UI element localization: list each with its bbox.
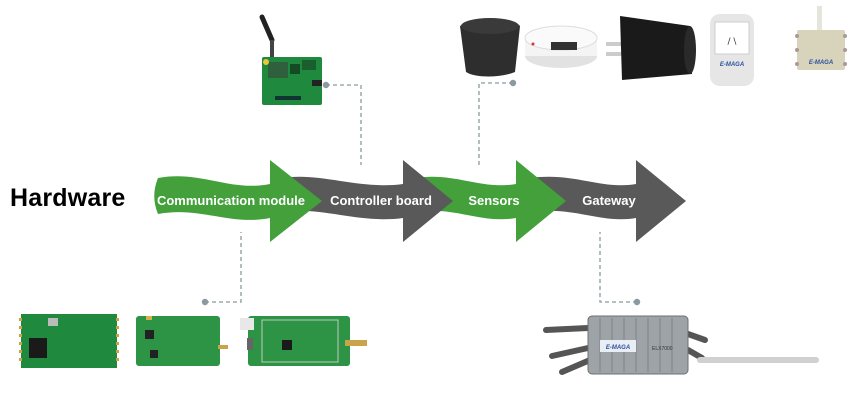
comm-module-2-image	[136, 316, 228, 366]
arrow-communication-module	[154, 160, 322, 242]
gateway-model-text: ELX7000	[652, 346, 673, 352]
gateway-image: E-MAGA ELX7000	[543, 315, 819, 375]
controller-board-image	[259, 14, 322, 105]
leader-communication-module	[205, 232, 242, 303]
comm-module-3-image	[240, 316, 367, 366]
stage-label-gateway: Gateway	[582, 193, 636, 208]
stage-label-sensors: Sensors	[468, 193, 519, 208]
sensor-enclosure-image: E-MAGA	[795, 6, 847, 70]
leader-sensors	[478, 82, 513, 165]
page-title: Hardware	[10, 184, 126, 212]
arrow-controller-board	[283, 160, 453, 242]
sensor-black-plug-image	[606, 16, 696, 80]
leader-dot-gateway	[633, 298, 641, 306]
brand-text: E-MAGA	[809, 60, 833, 66]
arrow-sensors	[416, 160, 566, 242]
leader-gateway	[599, 232, 637, 303]
stage-label-controller-board: Controller board	[330, 193, 432, 208]
sensor-black-cylinder-image	[460, 18, 520, 77]
leader-dot-comm	[201, 298, 209, 306]
stage-label-communication-module: Communication module	[157, 193, 305, 208]
leader-controller-board	[326, 84, 362, 165]
antenna-icon	[259, 14, 275, 43]
sensor-smart-socket-image: / \ E-MAGA	[710, 14, 754, 86]
leader-dot-controller	[322, 81, 330, 89]
brand-text: E-MAGA	[720, 62, 744, 68]
arrow-gateway	[530, 160, 686, 242]
gateway-brand-text: E-MAGA	[606, 345, 630, 351]
svg-text:/ \: / \	[728, 37, 738, 47]
comm-module-1-image	[19, 314, 119, 368]
sensor-smoke-detector-image	[524, 25, 598, 68]
leader-dot-sensors	[509, 79, 517, 87]
